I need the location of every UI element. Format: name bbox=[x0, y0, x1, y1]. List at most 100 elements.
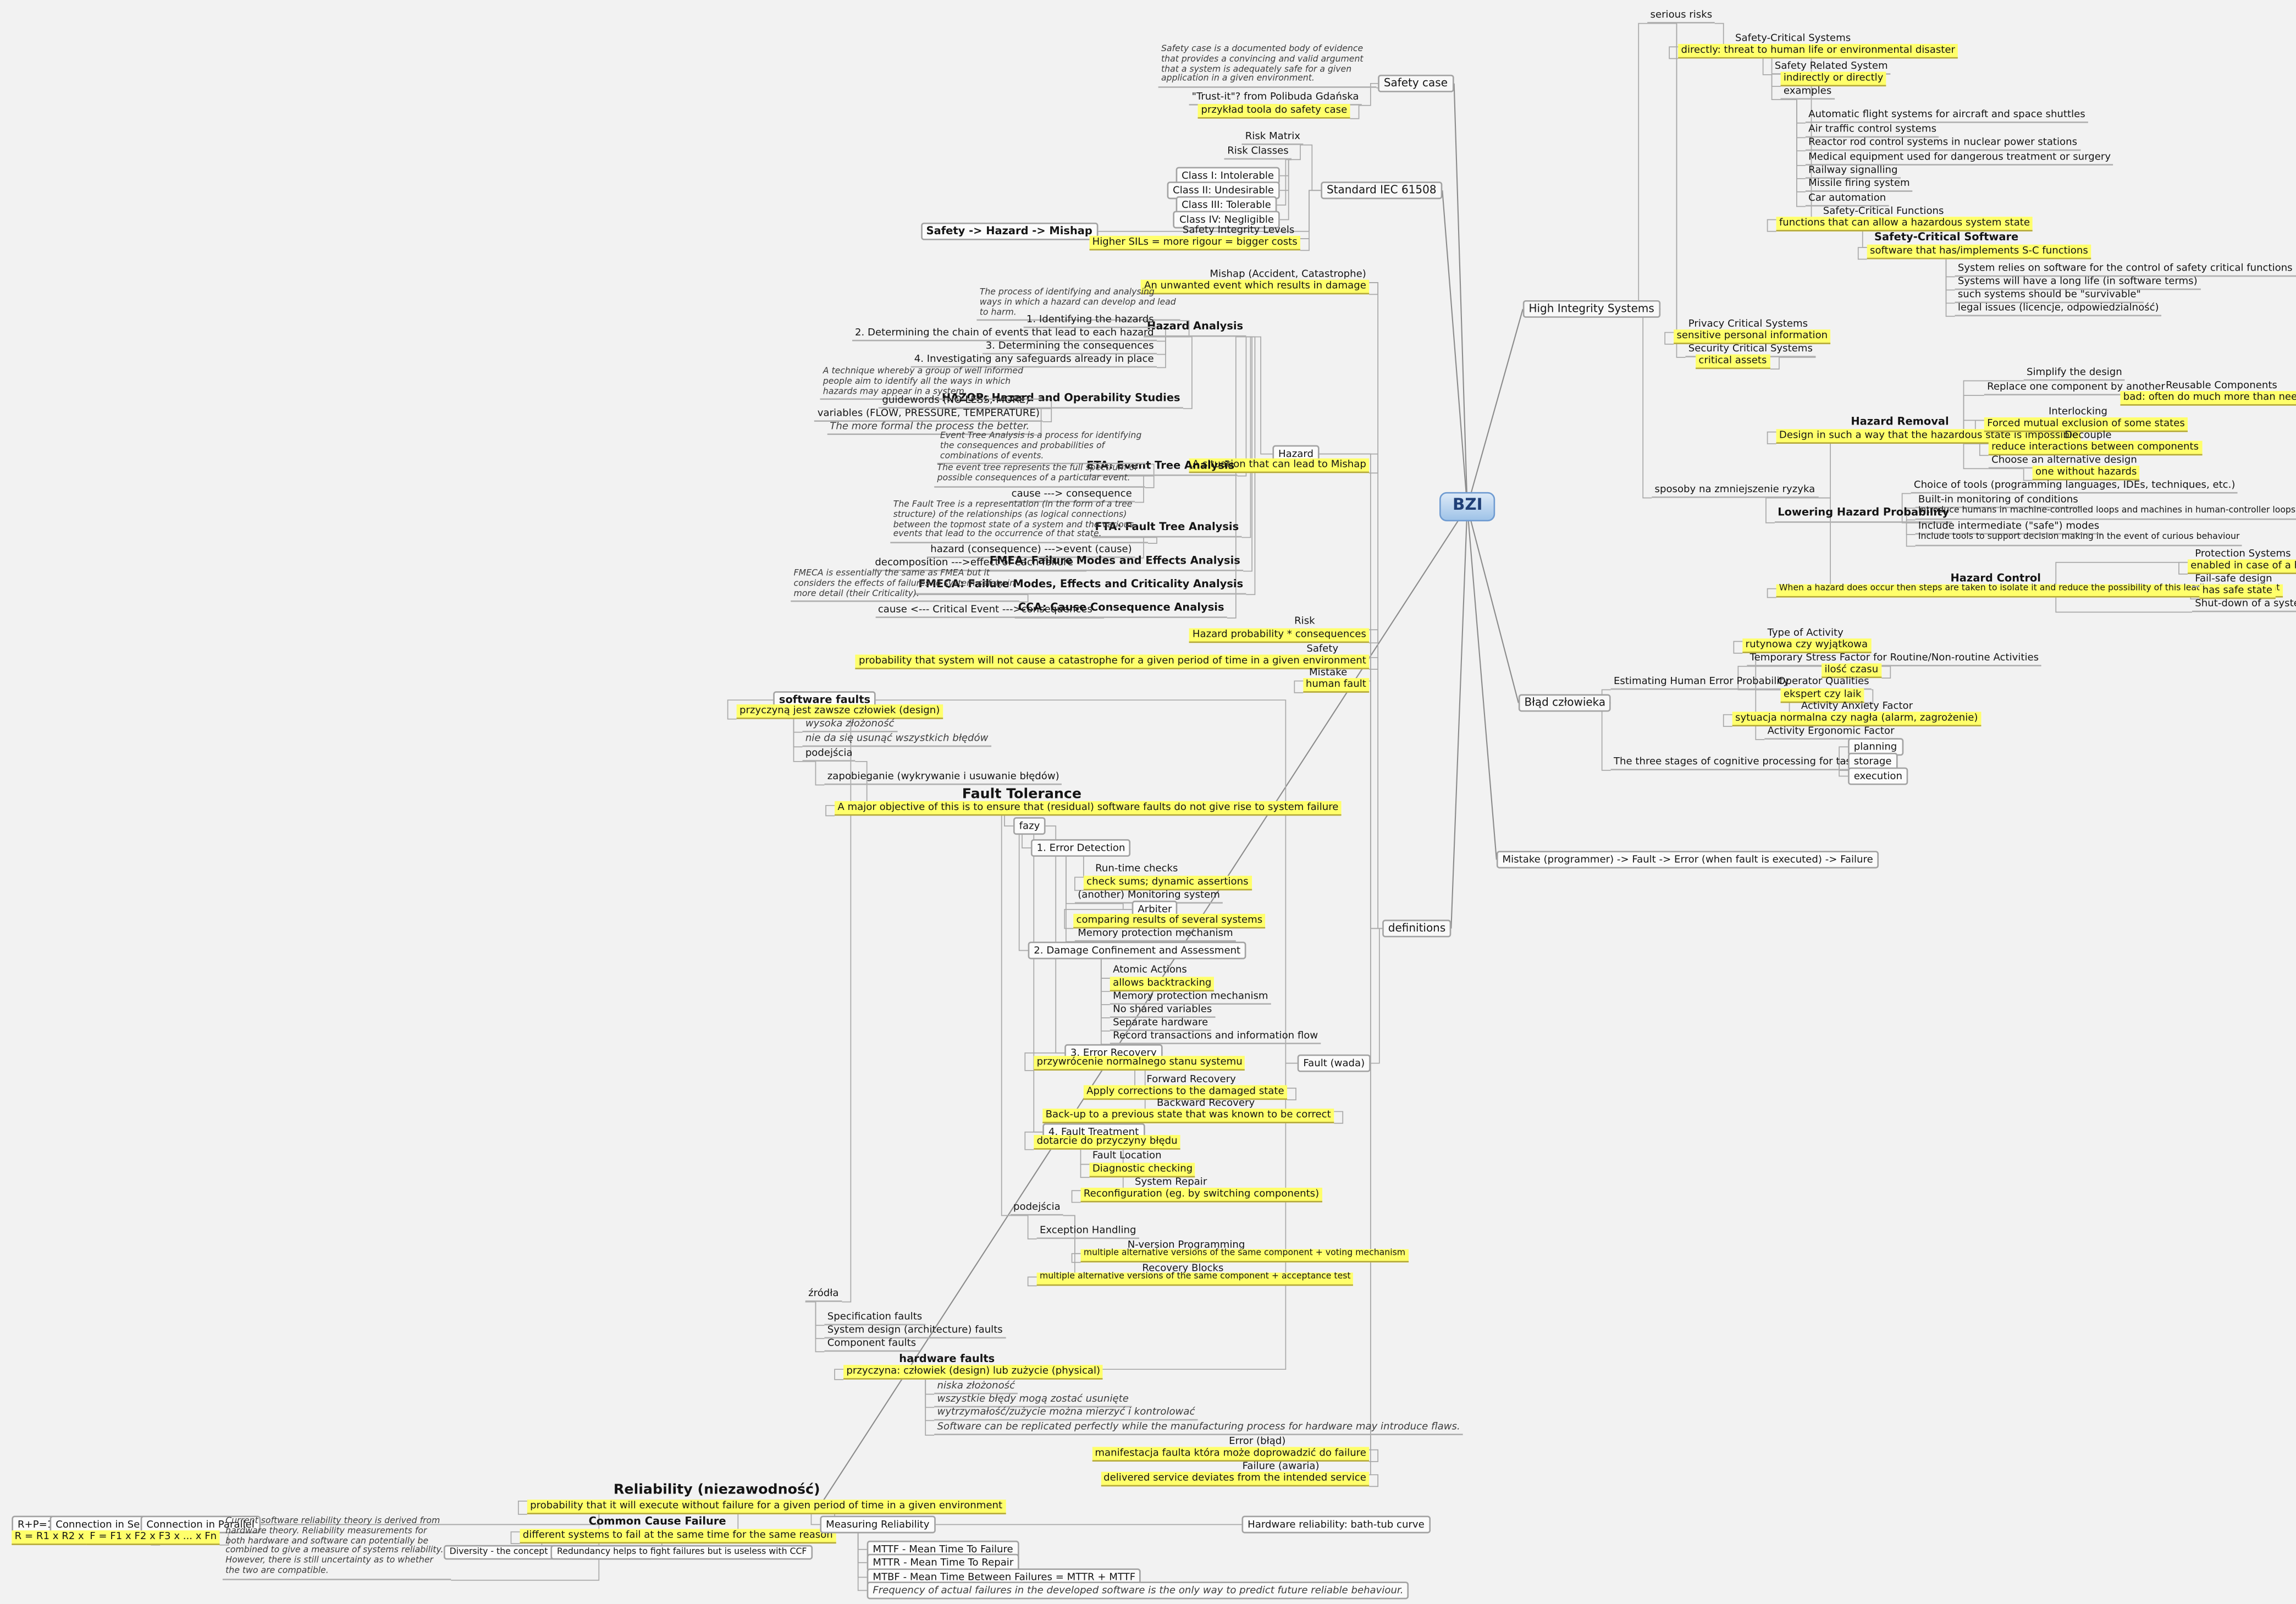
node-riskmatrix[interactable]: Risk Matrix bbox=[1242, 130, 1304, 145]
node-hr2[interactable]: Replace one component by another bbox=[1984, 381, 2168, 396]
node-risk_hl[interactable]: Hazard probability * consequences bbox=[1189, 628, 1370, 643]
node-fta_hc[interactable]: hazard (consequence) --->event (cause) bbox=[927, 543, 1135, 558]
node-rtc[interactable]: Run-time checks bbox=[1092, 863, 1181, 878]
node-swf_hl[interactable]: przyczyną jest zawsze człowiek (design) bbox=[736, 704, 943, 719]
node-scsw_hl[interactable]: software that has/implements S-C functio… bbox=[1867, 244, 2091, 260]
node-il_hl[interactable]: Forced mutual exclusion of some states bbox=[1984, 417, 2188, 432]
node-eta_spec[interactable]: The event tree represents the full spect… bbox=[934, 464, 1145, 487]
node-riskclasses[interactable]: Risk Classes bbox=[1224, 145, 1292, 160]
node-pod2[interactable]: podejścia bbox=[1010, 1201, 1064, 1216]
node-mpm2[interactable]: Memory protection mechanism bbox=[1110, 990, 1271, 1005]
node-rel_hl[interactable]: probability that it will execute without… bbox=[527, 1500, 1006, 1514]
node-oq_hl[interactable]: ekspert czy laik bbox=[1780, 688, 1864, 703]
node-hazop_var[interactable]: variables (FLOW, PRESSURE, TEMPERATURE) bbox=[814, 407, 1043, 422]
node-hc_hl[interactable]: When a hazard does occur then steps are … bbox=[1776, 584, 2283, 598]
node-hit[interactable]: High Integrity Systems bbox=[1522, 300, 1660, 318]
node-swf_i2[interactable]: nie da się usunąć wszystkich błędów bbox=[802, 732, 991, 747]
node-mr[interactable]: Measuring Reliability bbox=[820, 1515, 936, 1533]
node-fmeca[interactable]: FMECA: Failure Modes, Effects and Critic… bbox=[915, 577, 1246, 594]
node-fazy[interactable]: fazy bbox=[1013, 817, 1046, 834]
node-ps_hl[interactable]: enabled in case of a hazard bbox=[2187, 559, 2296, 575]
node-mr_it[interactable]: Frequency of actual failures in the deve… bbox=[866, 1581, 1410, 1599]
node-hazop_def[interactable]: A technique whereby a group of well info… bbox=[820, 367, 1043, 400]
node-iec[interactable]: Standard IEC 61508 bbox=[1321, 181, 1443, 200]
node-mistake_hl[interactable]: human fault bbox=[1302, 678, 1370, 693]
node-fta[interactable]: FTA: Fault Tree Analysis bbox=[1092, 520, 1242, 537]
node-rb_hl[interactable]: multiple alternative versions of the sam… bbox=[1036, 1272, 1354, 1286]
node-fmea_d[interactable]: decomposition --->effect of each failure bbox=[871, 556, 1077, 571]
node-lhp[interactable]: Lowering Hazard Probability bbox=[1774, 506, 1952, 522]
node-ha1[interactable]: 1. Identifying the hazards bbox=[1023, 313, 1157, 328]
node-eh[interactable]: Exception Handling bbox=[1036, 1225, 1139, 1239]
node-cca[interactable]: CCA: Cause Consequence Analysis bbox=[1015, 601, 1227, 618]
node-mpm1[interactable]: Memory protection mechanism bbox=[1074, 927, 1236, 942]
node-pod_zap[interactable]: zapobieganie (wykrywanie i usuwanie błęd… bbox=[824, 770, 1063, 785]
node-hazard_hl[interactable]: A situation that can lead to Mishap bbox=[1189, 458, 1370, 473]
node-tsf_hl[interactable]: ilość czasu bbox=[1822, 663, 1881, 679]
node-dca[interactable]: 2. Damage Confinement and Assessment bbox=[1028, 941, 1246, 959]
node-sposoby[interactable]: sposoby na zmniejszenie ryzyka bbox=[1652, 483, 1818, 498]
node-ta_hl[interactable]: rutynowa czy wyjątkowa bbox=[1742, 638, 1871, 653]
node-zr2[interactable]: System design (architecture) faults bbox=[824, 1324, 1006, 1339]
node-pcs_hl[interactable]: sensitive personal information bbox=[1674, 329, 1831, 344]
node-fl[interactable]: Fault Location bbox=[1089, 1150, 1164, 1165]
node-ha3[interactable]: 3. Determining the consequences bbox=[983, 340, 1157, 355]
node-blad[interactable]: Błąd człowieka bbox=[1518, 694, 1611, 713]
node-eta[interactable]: ETA: Event Tree Analysis bbox=[1083, 459, 1238, 476]
node-safetycase[interactable]: Safety case bbox=[1378, 74, 1454, 93]
node-tscp[interactable]: The three stages of cognitive processing… bbox=[1610, 756, 1866, 770]
node-hazop_guide[interactable]: guidewords (NO LESS, MORE) bbox=[879, 394, 1033, 409]
node-ex4[interactable]: Medical equipment used for dangerous tre… bbox=[1805, 151, 2114, 166]
node-cls4[interactable]: Class IV: Negligible bbox=[1173, 211, 1280, 228]
node-risk[interactable]: Risk bbox=[1291, 615, 1318, 630]
node-scf_hl[interactable]: functions that can allow a hazardous sys… bbox=[1776, 217, 2033, 231]
node-aef[interactable]: Activity Ergonomic Factor bbox=[1764, 725, 1897, 740]
node-ha_def[interactable]: The process of identifying and analysing… bbox=[976, 289, 1180, 322]
node-fl_hl[interactable]: Diagnostic checking bbox=[1089, 1162, 1196, 1178]
node-bzi[interactable]: BZI bbox=[1439, 492, 1496, 522]
node-zr3[interactable]: Component faults bbox=[824, 1337, 919, 1352]
node-lhp1[interactable]: Choice of tools (programming languages, … bbox=[1911, 479, 2238, 494]
node-safety_hl[interactable]: probability that system will not cause a… bbox=[856, 654, 1370, 670]
node-ccf_hl[interactable]: different systems to fail at the same ti… bbox=[520, 1529, 836, 1544]
node-aaf_hl[interactable]: sytuacja normalna czy nagła (alarm, zagr… bbox=[1732, 712, 1981, 727]
node-rel_it[interactable]: Current software reliability theory is d… bbox=[222, 1517, 451, 1580]
node-fsd_hl[interactable]: has safe state bbox=[2199, 584, 2276, 599]
node-zr[interactable]: źródła bbox=[805, 1287, 842, 1302]
node-zr1[interactable]: Specification faults bbox=[824, 1311, 925, 1326]
node-oq[interactable]: Operator Qualities bbox=[1774, 675, 1872, 690]
node-br_hl[interactable]: Back-up to a previous state that was kno… bbox=[1042, 1109, 1334, 1123]
node-hazan[interactable]: Hazard Analysis bbox=[1144, 320, 1246, 337]
node-hwf_hl[interactable]: przyczyna: człowiek (design) lub zużycie… bbox=[843, 1365, 1103, 1380]
node-cls2[interactable]: Class II: Undesirable bbox=[1167, 181, 1280, 199]
node-red[interactable]: Redundancy helps to fight failures but i… bbox=[551, 1545, 813, 1561]
node-dc_hl[interactable]: reduce interactions between components bbox=[1988, 440, 2202, 456]
node-hr1[interactable]: Simplify the design bbox=[2023, 366, 2126, 381]
node-ehep[interactable]: Estimating Human Error Probability bbox=[1610, 675, 1792, 690]
node-srp_hl[interactable]: Reconfiguration (eg. by switching compon… bbox=[1080, 1187, 1322, 1203]
node-ex2[interactable]: Air traffic control systems bbox=[1805, 123, 1940, 138]
node-sil_hl[interactable]: Higher SILs = more rigour = bigger costs bbox=[1089, 235, 1301, 251]
node-ex7[interactable]: Car automation bbox=[1805, 192, 1889, 207]
node-aa[interactable]: Atomic Actions bbox=[1110, 963, 1190, 979]
node-hwf_i2[interactable]: wszystkie błędy mogą zostać usunięte bbox=[934, 1393, 1132, 1408]
node-sc_trust[interactable]: "Trust-it"? from Polibuda Gdańska bbox=[1189, 91, 1362, 106]
node-ftr_hl[interactable]: dotarcie do przyczyny błędu bbox=[1034, 1135, 1180, 1150]
node-lhp3[interactable]: Introduce humans in machine-controlled l… bbox=[1915, 507, 2296, 520]
node-sh2[interactable]: Separate hardware bbox=[1110, 1016, 1211, 1032]
node-er_hl[interactable]: przywrócenie normalnego stanu systemu bbox=[1034, 1056, 1246, 1071]
node-ed[interactable]: 1. Error Detection bbox=[1030, 839, 1132, 856]
node-ex3[interactable]: Reactor rod control systems in nuclear p… bbox=[1805, 136, 2080, 151]
node-srs_hl[interactable]: indirectly or directly bbox=[1780, 71, 1886, 87]
node-exq[interactable]: execution bbox=[1848, 767, 1908, 785]
node-ex1[interactable]: Automatic flight systems for aircraft an… bbox=[1805, 108, 2089, 123]
node-rtif[interactable]: Record transactions and information flow bbox=[1110, 1029, 1321, 1044]
node-ex5[interactable]: Railway signalling bbox=[1805, 164, 1901, 179]
node-ha2[interactable]: 2. Determining the chain of events that … bbox=[852, 327, 1157, 341]
node-tsf[interactable]: Temporary Stress Factor for Routine/Non-… bbox=[1747, 652, 2042, 666]
node-hazop_formal[interactable]: The more formal the process the better. bbox=[826, 420, 1033, 436]
node-cip[interactable]: Connection in Parallel bbox=[140, 1515, 261, 1533]
node-srisk[interactable]: serious risks bbox=[1647, 9, 1715, 24]
node-cca_d[interactable]: cause <--- Critical Event --->consequenc… bbox=[875, 603, 1096, 618]
node-sc_def[interactable]: Safety case is a documented body of evid… bbox=[1158, 46, 1377, 89]
